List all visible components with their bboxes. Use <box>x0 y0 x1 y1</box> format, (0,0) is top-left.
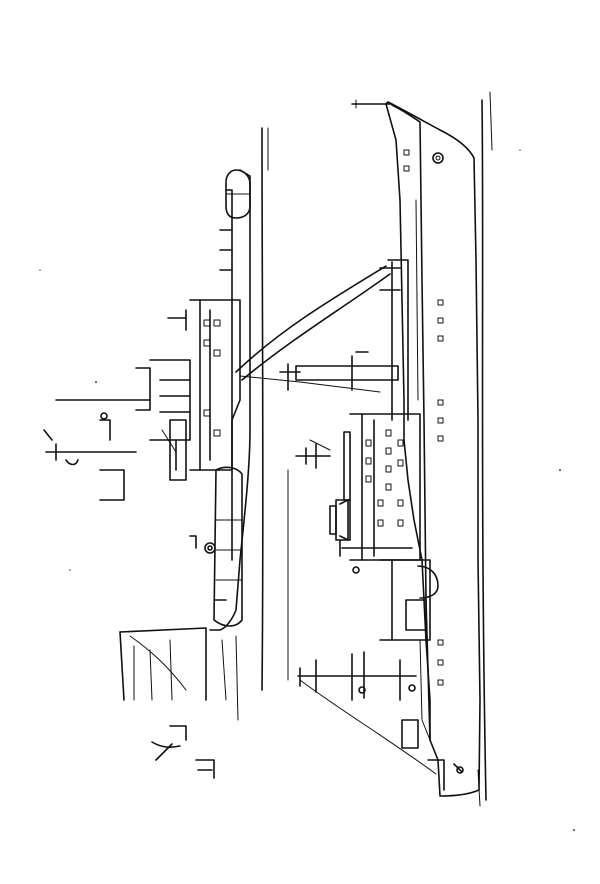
quay-line <box>261 127 264 691</box>
quay-building <box>119 627 239 779</box>
docked-ship-mast <box>43 399 151 501</box>
paper-specks <box>39 149 575 831</box>
forward-crane <box>235 259 409 421</box>
large-ship-superstructure <box>329 413 439 641</box>
anchor-hawse <box>432 152 444 164</box>
large-ship-hull <box>385 101 481 797</box>
large-ship-aft-mast <box>297 651 464 791</box>
large-ship-center-mast <box>287 439 413 681</box>
docked-ship-hull <box>209 169 251 631</box>
large-ship-portholes <box>403 149 444 686</box>
large-ship <box>235 91 493 807</box>
large-ship-waterline <box>481 99 487 801</box>
docked-ship <box>43 127 269 691</box>
docked-ship-superstructure <box>135 299 233 481</box>
docked-ship-tube <box>213 466 243 627</box>
docked-ship-bow <box>225 169 251 219</box>
docked-ship-fittings <box>167 229 233 601</box>
